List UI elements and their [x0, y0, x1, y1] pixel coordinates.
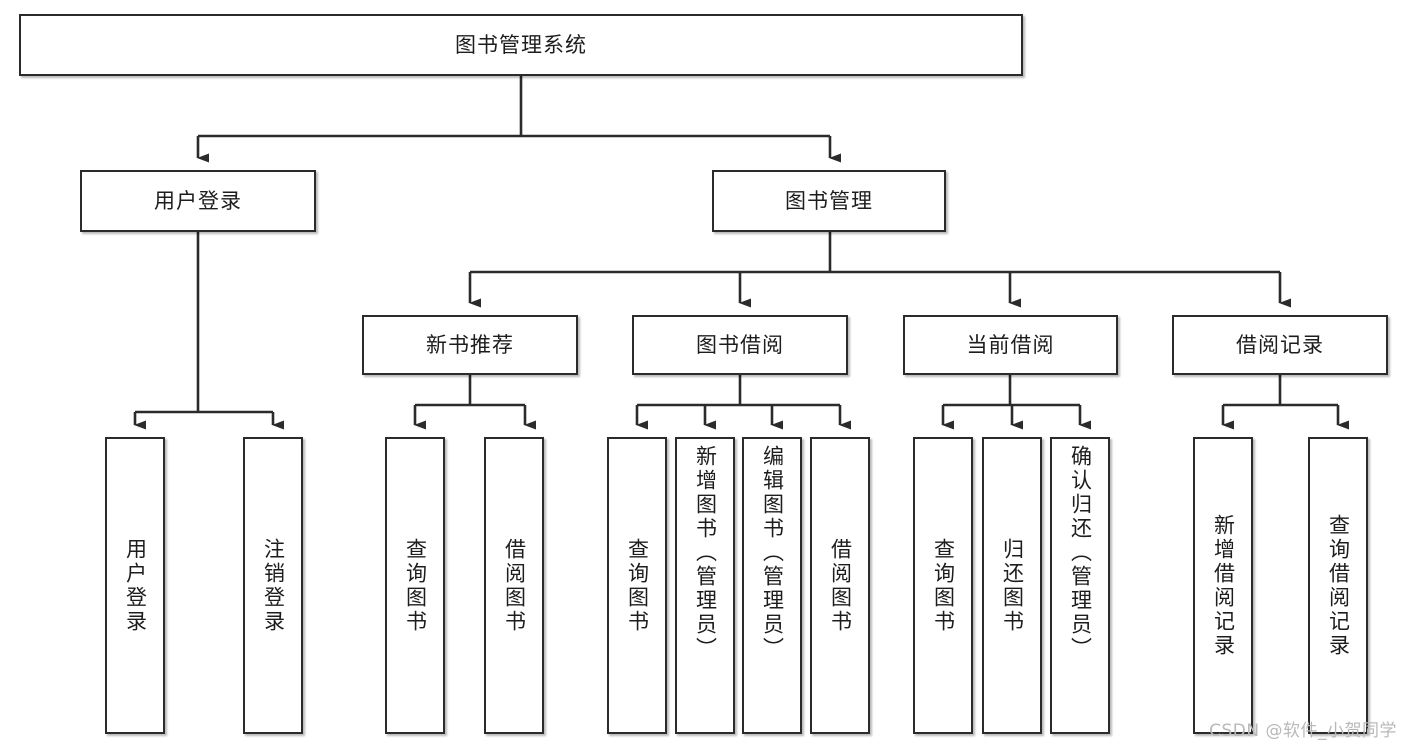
node-leaf-add-borrow-record-label: 新增借阅记录 [1211, 513, 1236, 658]
node-borrow-record-label: 借阅记录 [1236, 332, 1324, 357]
node-leaf-query-borrow-record-label: 查询借阅记录 [1326, 513, 1351, 658]
node-new-book-recommend-label: 新书推荐 [426, 332, 514, 357]
node-borrow-record[interactable]: 借阅记录 [1172, 315, 1388, 375]
node-leaf-query-borrow-record[interactable]: 查询借阅记录 [1308, 437, 1368, 734]
node-book-management[interactable]: 图书管理 [712, 170, 946, 232]
node-leaf-query-book-1-label: 查询图书 [403, 537, 428, 634]
node-new-book-recommend[interactable]: 新书推荐 [362, 315, 578, 375]
node-root-label: 图书管理系统 [455, 32, 587, 57]
node-leaf-logout-login-label: 注销登录 [261, 537, 286, 634]
node-leaf-add-borrow-record[interactable]: 新增借阅记录 [1193, 437, 1253, 734]
node-leaf-user-login-label: 用户登录 [123, 537, 148, 634]
node-book-management-label: 图书管理 [785, 188, 873, 213]
node-leaf-edit-book-admin-label: 编辑图书（管理员） [760, 445, 785, 661]
node-root[interactable]: 图书管理系统 [19, 14, 1023, 76]
node-leaf-borrow-book-2[interactable]: 借阅图书 [810, 437, 870, 734]
node-leaf-query-book-3-label: 查询图书 [931, 537, 956, 634]
node-leaf-query-book-3[interactable]: 查询图书 [913, 437, 973, 734]
node-book-borrow[interactable]: 图书借阅 [632, 315, 848, 375]
node-leaf-query-book-2-label: 查询图书 [625, 537, 650, 634]
node-leaf-add-book-admin-label: 新增图书（管理员） [693, 445, 718, 661]
node-leaf-query-book-1[interactable]: 查询图书 [385, 437, 445, 734]
node-current-borrow-label: 当前借阅 [966, 332, 1055, 357]
node-leaf-borrow-book-2-label: 借阅图书 [828, 537, 853, 634]
node-leaf-edit-book-admin[interactable]: 编辑图书（管理员） [742, 437, 802, 734]
node-book-borrow-label: 图书借阅 [696, 332, 784, 357]
node-leaf-confirm-return-admin-label: 确认归还（管理员） [1068, 445, 1093, 661]
node-leaf-add-book-admin[interactable]: 新增图书（管理员） [675, 437, 735, 734]
node-leaf-return-book[interactable]: 归还图书 [982, 437, 1042, 734]
node-leaf-borrow-book-1[interactable]: 借阅图书 [484, 437, 544, 734]
node-leaf-return-book-label: 归还图书 [1000, 537, 1025, 634]
node-leaf-user-login[interactable]: 用户登录 [105, 437, 165, 734]
node-current-borrow[interactable]: 当前借阅 [903, 315, 1118, 375]
node-user-login-label: 用户登录 [154, 188, 242, 213]
node-leaf-logout-login[interactable]: 注销登录 [243, 437, 303, 734]
node-leaf-borrow-book-1-label: 借阅图书 [502, 537, 527, 634]
node-user-login[interactable]: 用户登录 [80, 170, 316, 232]
csdn-watermark: CSDN @软件_小贺同学 [1209, 721, 1397, 741]
node-leaf-confirm-return-admin[interactable]: 确认归还（管理员） [1050, 437, 1110, 734]
node-leaf-query-book-2[interactable]: 查询图书 [607, 437, 667, 734]
